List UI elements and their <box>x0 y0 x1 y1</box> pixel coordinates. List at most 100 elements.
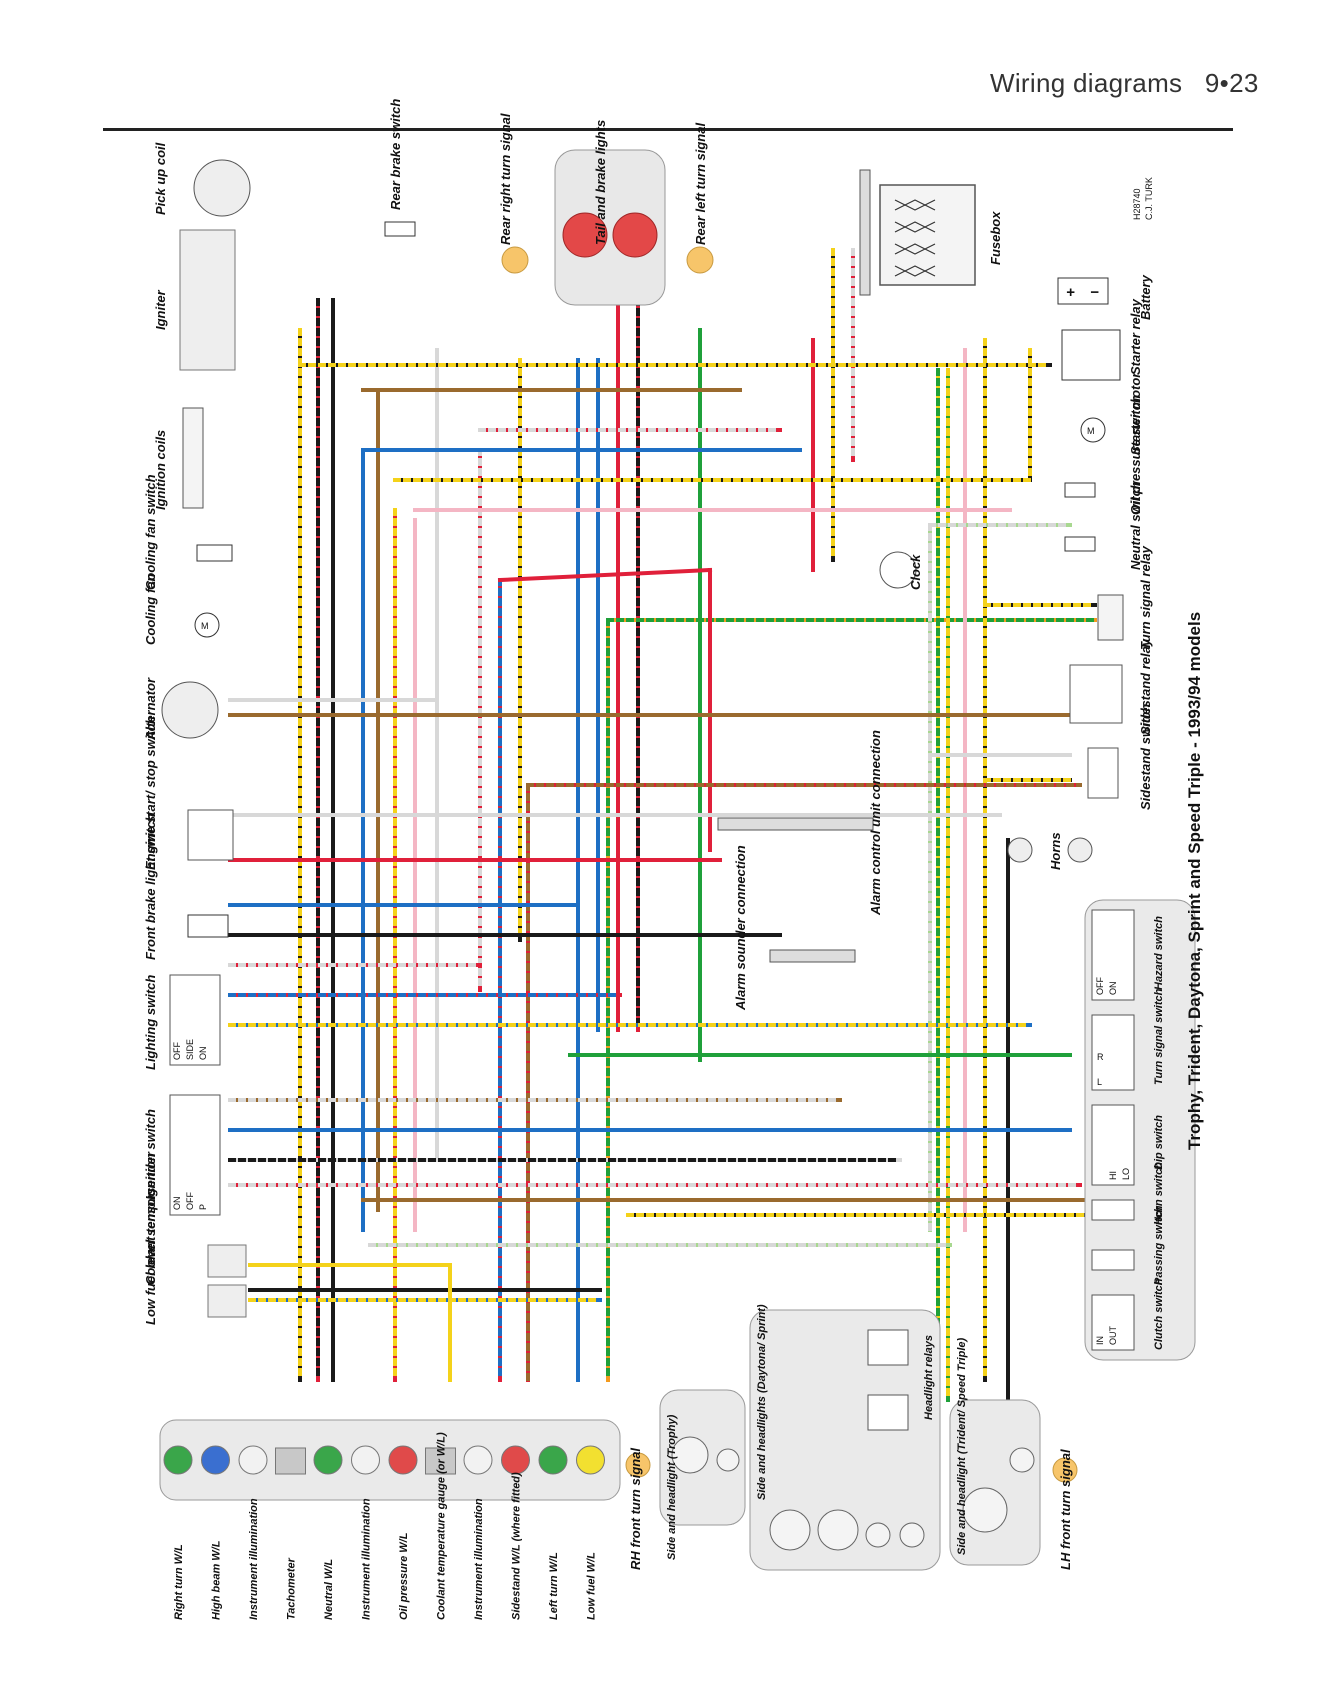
diagram-title: Trophy, Trident, Daytona, Sprint and Spe… <box>1185 612 1204 1150</box>
cooling-fan-label: Cooling fan <box>143 573 158 645</box>
fusebox: Fusebox <box>859 169 1003 296</box>
credit-author: C.J. TURK <box>1144 177 1154 220</box>
warning-lamp <box>163 1445 193 1475</box>
page-header: Wiring diagrams 9•23 <box>990 68 1259 99</box>
warning-lamp <box>576 1445 605 1475</box>
starter-motor-label: Starter motor <box>1128 372 1143 455</box>
turn-signal-switch-label: Turn signal switch <box>1153 988 1165 1085</box>
warning-lamp <box>501 1445 530 1475</box>
clock-label: Clock <box>908 554 923 590</box>
warning-lamp <box>388 1445 418 1475</box>
sidestand-switch-label: Sidestand switch <box>1138 704 1153 810</box>
rear-left-turn-label: Rear left turn signal <box>693 123 708 245</box>
lighting-mark-on: ON <box>198 1047 208 1061</box>
warning-lamp <box>238 1445 268 1475</box>
tail-brake-label: Tail and brake lights <box>593 120 608 245</box>
battery-minus: − <box>1090 284 1099 301</box>
turn-mark-r: R <box>1097 1052 1104 1062</box>
horns-label: Horns <box>1048 832 1063 870</box>
battery-label: Battery <box>1138 274 1153 320</box>
warning-lamp-label: Oil pressure W/L <box>398 1532 410 1620</box>
turn-signal-relay-label: Turn signal relay <box>1138 545 1153 650</box>
clutch-mark-in: IN <box>1095 1336 1105 1345</box>
right-components: + − Battery Starter relay M Starter moto… <box>717 274 1153 1011</box>
lh-front-turn-label: LH front turn signal <box>1058 1449 1073 1570</box>
warning-lamp-label: Right turn W/L <box>173 1544 185 1620</box>
starter-relay-label: Starter relay <box>1128 298 1143 375</box>
hazard-switch-label: Hazard switch <box>1153 916 1165 990</box>
lighting-switch-label: Lighting switch <box>143 975 158 1070</box>
header-page: 9•23 <box>1204 68 1259 98</box>
warning-lamp <box>313 1445 343 1475</box>
horn-switch-label: Horn switch <box>1153 1162 1165 1225</box>
front-brake-label: Front brake light switch <box>143 813 158 960</box>
starter-motor-mark: M <box>1087 426 1095 436</box>
lamp-layer: Right turn W/L High beam W/L Instrument il… <box>163 1432 605 1620</box>
dip-switch-label: Dip switch <box>1153 1115 1165 1170</box>
warning-lamp <box>275 1447 306 1475</box>
warning-lamp <box>201 1445 230 1475</box>
alarm-sounder-label: Alarm sounder connection <box>733 845 748 1011</box>
coolant-sender-label: Coolant temp. sender <box>143 1151 158 1285</box>
header-title: Wiring diagrams <box>990 68 1183 98</box>
hazard-mark-off: OFF <box>1095 977 1105 995</box>
ignition-mark-off: OFF <box>185 1192 195 1210</box>
clutch-mark-out: OUT <box>1108 1326 1118 1346</box>
alternator-label: Alternator <box>143 677 158 741</box>
igniter-label: Igniter <box>153 289 168 330</box>
warning-lamp <box>351 1445 380 1475</box>
ignition-mark-p: P <box>198 1204 208 1210</box>
dip-mark-lo: LO <box>1121 1168 1131 1180</box>
neutral-switch-label: Neutral switch <box>1128 481 1143 570</box>
side-head-daytona-label: Side and headlights (Daytona/ Sprint) <box>756 1304 768 1500</box>
battery-plus: + <box>1066 284 1075 301</box>
engine-start-stop-label: Engine start/ stop switch <box>143 716 158 870</box>
left-components: Pick up coil Igniter Ignition coils Cool… <box>143 142 251 1325</box>
turn-mark-l: L <box>1097 1077 1102 1087</box>
oil-pressure-label: Oil pressure switch <box>1128 395 1143 515</box>
side-head-trophy-label: Side and headlight (Trophy) <box>666 1414 678 1560</box>
warning-lamp-label: High beam W/L <box>211 1540 223 1620</box>
sidestand-relay-label: Sidestand relay <box>1138 638 1153 735</box>
warning-lamp-label: Neutral W/L <box>323 1559 335 1620</box>
warning-lamp-label: Sidestand W/L (where fitted) <box>511 1472 523 1620</box>
rh-front-turn-label: RH front turn signal <box>628 1448 643 1570</box>
low-fuel-sensor-label: Low fuel level sensor <box>143 1193 158 1325</box>
warning-lamp-label: Instrument illumination <box>473 1498 485 1620</box>
headlight-groups: Side and headlight (Trophy) Side and hea… <box>625 1304 1078 1571</box>
ignition-coils-label: Ignition coils <box>153 430 168 510</box>
fan-motor-mark: M <box>201 621 209 631</box>
warning-lamp-label: Tachometer <box>286 1557 298 1620</box>
warning-lamp <box>538 1445 568 1475</box>
rear-right-turn-label: Rear right turn signal <box>498 113 513 245</box>
header-rule <box>103 128 1233 131</box>
rear-lamps: Rear right turn signal Tail and brake li… <box>384 99 714 306</box>
cooling-fan-switch-label: Cooling fan switch <box>143 474 158 590</box>
warning-lamp-label: Instrument illumination <box>248 1498 260 1620</box>
clutch-switch-label: Clutch switch <box>1153 1278 1165 1350</box>
lighting-mark-off: OFF <box>172 1042 182 1060</box>
ignition-mark-on: ON <box>172 1197 182 1211</box>
warning-lamp-label: Low fuel W/L <box>586 1552 598 1620</box>
fusebox-label: Fusebox <box>988 211 1003 265</box>
dip-mark-hi: HI <box>1108 1171 1118 1180</box>
warning-lamp <box>463 1445 493 1475</box>
wire-layer <box>228 248 1097 1422</box>
hazard-mark-on: ON <box>1108 982 1118 996</box>
passing-switch-label: Passing switch <box>1153 1205 1165 1285</box>
warning-lamp-label: Left turn W/L <box>548 1552 560 1620</box>
warning-lamp-label: Instrument illumination <box>361 1498 373 1620</box>
rear-brake-label: Rear brake switch <box>388 99 403 210</box>
warning-lamp-label: Coolant temperature gauge (or W/L) <box>436 1432 448 1620</box>
pickup-coil-label: Pick up coil <box>153 142 168 215</box>
side-head-trident-label: Side and headlight (Trident/ Speed Tripl… <box>956 1337 968 1555</box>
warning-lamp <box>425 1447 456 1475</box>
handlebar-switches: OFF ON Hazard switch L R Turn signal swi… <box>1084 899 1196 1361</box>
alarm-control-label: Alarm control unit connection <box>868 730 883 916</box>
headlight-relays-label: Headlight relays <box>923 1335 935 1420</box>
ignition-switch-label: Ignition switch <box>143 1109 158 1200</box>
credit-code: H28740 <box>1132 188 1142 220</box>
lighting-mark-side: SIDE <box>185 1039 195 1060</box>
instrument-panel: Right turn W/L High beam W/L Instrument il… <box>159 1419 621 1620</box>
